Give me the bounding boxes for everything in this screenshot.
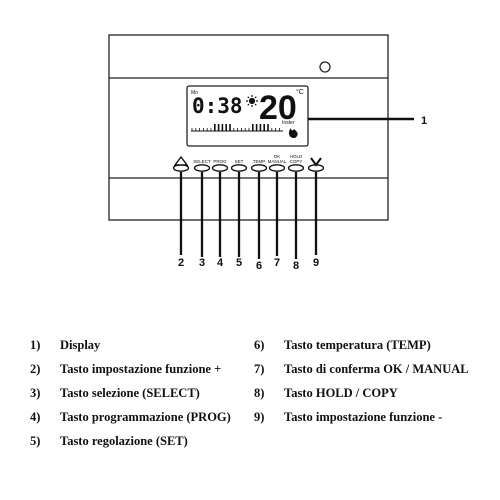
button-key[interactable]: [172, 164, 190, 172]
callout-4: 4: [217, 257, 224, 269]
day-indicator: Mo: [191, 90, 198, 96]
button-4[interactable]: PROG: [211, 159, 229, 172]
button-6[interactable]: TEMP: [250, 159, 268, 172]
button-9[interactable]: [307, 157, 325, 172]
callout-7: 7: [274, 257, 280, 269]
clock-readout: 0:38: [192, 94, 243, 118]
button-label: TEMP: [253, 159, 266, 164]
flame-icon: [288, 128, 298, 138]
temperature-readout: 20: [259, 89, 297, 127]
callout-2: 2: [178, 257, 184, 269]
legend-item: 9)Tasto impostazione funzione -: [254, 410, 443, 424]
down-chevron-icon: [310, 157, 322, 167]
indicator-led: [319, 61, 331, 73]
sun-icon: [246, 95, 258, 107]
legend-item: 3)Tasto selezione (SELECT): [30, 386, 200, 400]
legend-item: 4)Tasto programmazione (PROG): [30, 410, 231, 424]
program-bar: [191, 124, 283, 132]
button-label: OK: [274, 154, 281, 159]
display-callout: 1: [308, 115, 427, 127]
button-3[interactable]: SELECT: [193, 159, 211, 172]
temperature-unit: °C: [296, 88, 304, 96]
button-label: SET: [235, 159, 244, 164]
button-label: HOLD: [290, 154, 303, 159]
button-label: COPY: [290, 159, 303, 164]
callout-3: 3: [199, 257, 205, 269]
button-5[interactable]: SET: [230, 159, 248, 172]
button-key[interactable]: [250, 164, 268, 172]
button-label: SELECT: [193, 159, 211, 164]
mode-text: Inster: [282, 120, 295, 126]
callout-6: 6: [256, 260, 262, 272]
button-label: MANUAL: [268, 159, 287, 164]
button-key[interactable]: [268, 164, 286, 172]
legend-item: 7)Tasto di conferma OK / MANUAL: [254, 362, 469, 376]
up-triangle-icon: [173, 155, 189, 166]
legend-item: 2)Tasto impostazione funzione +: [30, 362, 222, 376]
callout-5: 5: [236, 257, 242, 269]
legend-item: 8)Tasto HOLD / COPY: [254, 386, 398, 400]
callout-9: 9: [313, 257, 319, 269]
legend: 1)Display 2)Tasto impostazione funzione …: [0, 330, 500, 450]
button-key[interactable]: [287, 164, 305, 172]
button-key[interactable]: [211, 164, 229, 172]
lcd-display: Mo 0:38 20 °C Inster: [186, 85, 309, 147]
legend-item: 1)Display: [30, 338, 101, 352]
button-key[interactable]: [230, 164, 248, 172]
button-label: PROG: [213, 159, 227, 164]
callout-8: 8: [293, 260, 299, 272]
legend-item: 5)Tasto regolazione (SET): [30, 434, 188, 448]
legend-item: 6)Tasto temperatura (TEMP): [254, 338, 431, 352]
callout-1: 1: [421, 115, 427, 127]
button-2[interactable]: [172, 155, 190, 172]
button-key[interactable]: [193, 164, 211, 172]
